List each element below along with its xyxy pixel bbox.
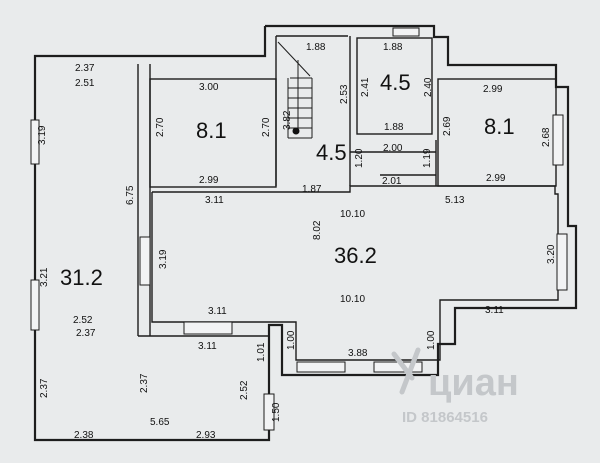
dim-label: 2.37	[75, 63, 95, 74]
main-hall	[151, 185, 559, 361]
dim-label: 3.11	[205, 195, 224, 206]
left-hall-area: 31.2	[60, 265, 103, 290]
dim-label: 2.52	[73, 315, 93, 326]
dim-label: 2.68	[541, 127, 552, 147]
window-right-small	[263, 393, 275, 431]
dim-label: 3.11	[198, 341, 217, 352]
dim-label: 2.93	[196, 430, 216, 441]
window-right-room	[552, 114, 564, 166]
dim-label: 3.88	[348, 348, 368, 359]
dim-label: 2.53	[339, 84, 350, 104]
main-hall-area: 36.2	[334, 243, 377, 268]
dim-label: 10.10	[340, 209, 365, 220]
dim-label: 2.99	[483, 84, 503, 95]
dim-label: 2.37	[139, 373, 150, 393]
dim-label: 2.69	[442, 116, 453, 136]
stair-marker	[292, 127, 300, 135]
dim-label: 2.70	[261, 117, 272, 137]
window-left-hall-1	[30, 119, 40, 165]
window-bottom-1	[296, 361, 346, 373]
dim-label: 5.65	[150, 417, 170, 428]
upper-right-room-area: 8.1	[484, 114, 515, 139]
dim-label: 6.75	[125, 185, 136, 205]
dim-label: 2.51	[75, 78, 95, 89]
dim-label: 3.19	[158, 249, 169, 269]
dim-label: 2.70	[155, 117, 166, 137]
watermark-brand: циан	[428, 362, 519, 404]
window-left-hall-2	[30, 279, 40, 331]
dim-label: 1.88	[306, 42, 326, 53]
upper-left-room-area: 8.1	[196, 118, 227, 143]
window-hall-east	[556, 233, 568, 291]
staircase	[277, 41, 313, 139]
dim-label: 1.00	[426, 330, 437, 350]
window-top	[392, 27, 420, 37]
watermark: циан ID 81864516	[391, 347, 519, 426]
watermark-id: ID 81864516	[402, 409, 488, 426]
dim-label: 3.11	[208, 306, 227, 317]
dim-label: 1.19	[422, 148, 433, 168]
dim-label: 1.87	[302, 184, 322, 195]
dim-label: 2.99	[486, 173, 506, 184]
dim-label: 1.88	[384, 122, 404, 133]
dim-label: 8.02	[312, 220, 323, 240]
dim-label: 3.82	[282, 110, 293, 130]
dim-label: 5.13	[445, 195, 465, 206]
cian-logo-icon	[391, 347, 421, 395]
dim-label: 2.52	[239, 380, 250, 400]
dim-label: 2.37	[76, 328, 96, 339]
dim-label: 2.37	[39, 378, 50, 398]
dim-label: 2.41	[360, 77, 371, 97]
dim-label: 2.00	[383, 143, 403, 154]
small-room	[356, 37, 433, 135]
dim-label: 2.40	[423, 77, 434, 97]
window-hall-west	[139, 236, 151, 286]
dim-label: 3.19	[37, 125, 48, 145]
dim-label: 1.00	[286, 330, 297, 350]
dim-label: 1.01	[256, 342, 267, 362]
dim-label: 2.01	[382, 176, 402, 187]
dim-label: 3.00	[199, 82, 219, 93]
outer-wall	[33, 24, 578, 442]
window-lower-left	[183, 321, 233, 335]
dim-label: 2.38	[74, 430, 94, 441]
dim-label: 1.88	[383, 42, 403, 53]
dim-label: 3.11	[485, 305, 504, 316]
small-room-area: 4.5	[380, 70, 411, 95]
dim-label: 3.20	[546, 244, 557, 264]
dim-label: 1.50	[271, 402, 282, 422]
stair-area: 4.5	[316, 140, 347, 165]
dim-label: 2.99	[199, 175, 219, 186]
dim-label: 1.20	[354, 148, 365, 168]
dim-label: 10.10	[340, 294, 365, 305]
dim-label: 3.21	[39, 267, 50, 287]
